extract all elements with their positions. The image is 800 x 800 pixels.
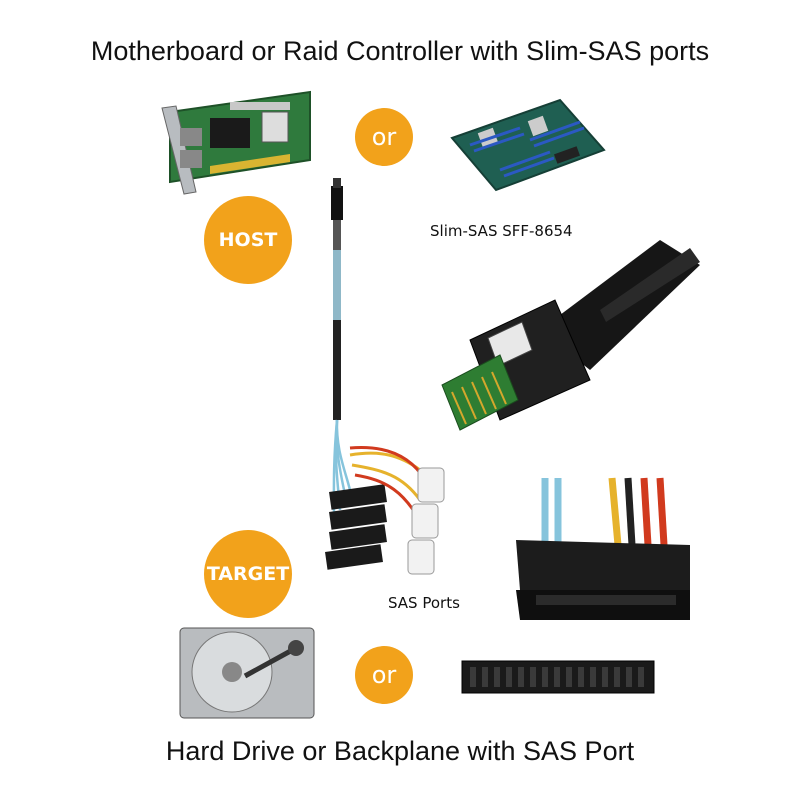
host-badge: HOST (204, 196, 292, 284)
backplane-image (461, 660, 655, 694)
bottom-title: Hard Drive or Backplane with SAS Port (165, 736, 635, 766)
hard-drive-image (179, 627, 315, 719)
motherboard-image (450, 98, 606, 192)
sas-ports-label: SAS Ports (388, 594, 460, 612)
slim-sas-label: Slim-SAS SFF-8654 (430, 222, 573, 240)
raid-controller-card-image (161, 90, 311, 195)
top-title: Motherboard or Raid Controller with Slim… (90, 36, 710, 66)
or-badge-bottom: or (355, 646, 413, 704)
slim-sas-cable-image (331, 178, 352, 521)
sas-fanout-connectors-image (325, 445, 445, 575)
slim-sas-connector-closeup-image (441, 240, 700, 431)
sas-port-connector-closeup-image (516, 477, 690, 620)
or-badge-top: or (355, 108, 413, 166)
target-badge: TARGET (204, 530, 292, 618)
